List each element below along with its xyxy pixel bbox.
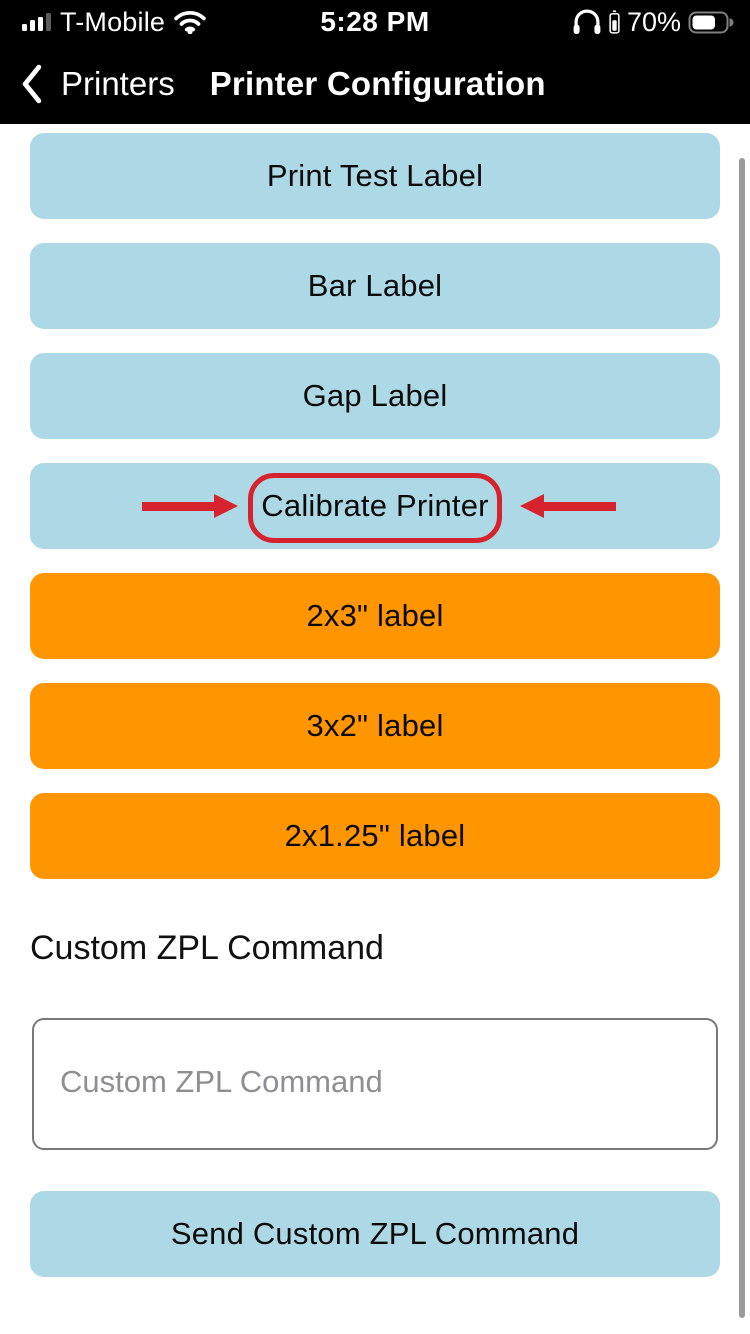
annotation-arrow-right-pointing-icon (142, 463, 238, 549)
battery-percent-label: 70% (626, 6, 681, 37)
custom-zpl-input[interactable] (32, 1018, 718, 1150)
button-label: Bar Label (307, 268, 443, 303)
button-label: 2x1.25" label (284, 818, 466, 853)
wifi-icon (174, 10, 206, 34)
page-title: Printer Configuration (209, 65, 546, 102)
bar-label-button[interactable]: Bar Label (30, 243, 720, 329)
carrier-label: T-Mobile (60, 6, 166, 37)
label-2x3-button[interactable]: 2x3" label (30, 573, 720, 659)
label-2x125-button[interactable]: 2x1.25" label (30, 793, 720, 879)
button-label: Calibrate Printer (261, 488, 489, 523)
calibrate-printer-button[interactable]: Calibrate Printer (30, 463, 720, 549)
back-button[interactable]: Printers (20, 64, 175, 104)
gap-label-button[interactable]: Gap Label (30, 353, 720, 439)
button-label: 3x2" label (306, 708, 444, 743)
button-label: Print Test Label (266, 158, 484, 193)
vertical-scrollbar[interactable] (739, 158, 745, 1318)
back-label: Printers (61, 65, 175, 102)
header: T-Mobile 5:28 PM (0, 0, 750, 124)
status-bar-left: T-Mobile (22, 7, 206, 38)
button-label: Send Custom ZPL Command (170, 1216, 580, 1251)
label-3x2-button[interactable]: 3x2" label (30, 683, 720, 769)
status-bar: T-Mobile 5:28 PM (0, 0, 750, 44)
chevron-left-icon (20, 64, 44, 104)
send-custom-zpl-button[interactable]: Send Custom ZPL Command (30, 1191, 720, 1277)
headphones-icon (572, 9, 602, 35)
button-label: Gap Label (302, 378, 448, 413)
button-label: 2x3" label (306, 598, 444, 633)
cellular-signal-icon (22, 13, 51, 31)
nav-bar: Printers Printer Configuration (0, 44, 750, 124)
status-bar-right: 70% (572, 7, 734, 38)
annotation-arrow-left-pointing-icon (520, 463, 616, 549)
custom-zpl-heading: Custom ZPL Command (30, 929, 384, 967)
battery-icon (688, 11, 734, 34)
print-test-label-button[interactable]: Print Test Label (30, 133, 720, 219)
headphone-battery-icon (609, 10, 620, 34)
content: Print Test Label Bar Label Gap Label Cal… (0, 124, 750, 1277)
